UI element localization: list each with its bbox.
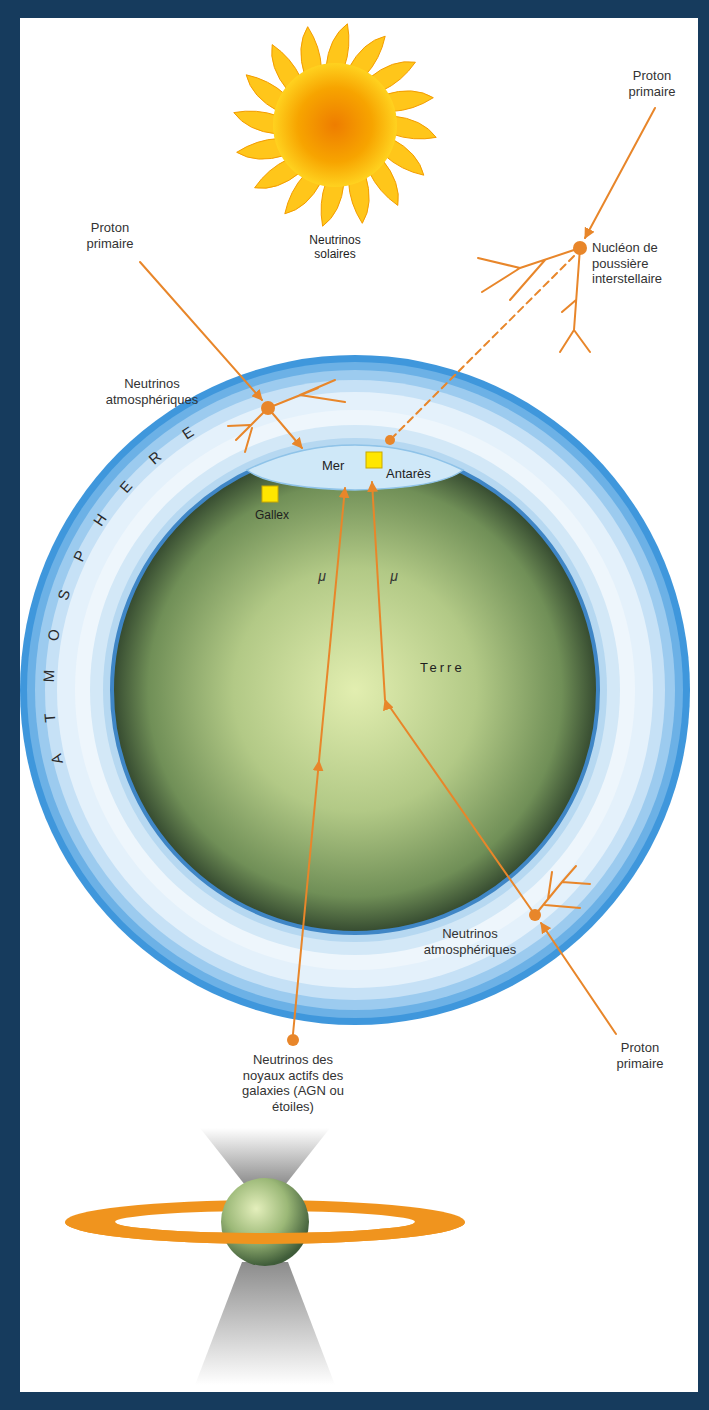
annotation-label: Nucléon de poussière interstellaire xyxy=(592,240,688,287)
node-label: Mer xyxy=(322,458,344,474)
antares-site: Antarès xyxy=(364,452,454,484)
annotation-label: Proton primaire xyxy=(78,220,142,251)
sea-area: MerAntarès xyxy=(240,440,470,495)
annotation-label: Neutrinos atmosphériques xyxy=(418,926,522,957)
atmosphere-ring: ATMOSPHERE Terre MerAntarèsGallex xyxy=(20,355,690,1025)
annotation-label: Neutrinos des noyaux actifs des galaxies… xyxy=(237,1052,349,1114)
annotation-label: Proton primaire xyxy=(608,1040,672,1071)
earth-drawing xyxy=(110,445,600,935)
sun-drawing xyxy=(225,20,445,270)
annotation-label: Proton primaire xyxy=(620,68,684,99)
sun-shape: Neutrinos solaires xyxy=(225,20,445,270)
atmosphere-arc-label: ATMOSPHERE xyxy=(37,421,200,770)
annotation-label: μ xyxy=(388,568,400,585)
annotation-label: μ xyxy=(316,568,328,585)
annotation-label: Neutrinos atmosphériques xyxy=(100,376,204,407)
gallex-site: Gallex xyxy=(244,486,302,528)
node-label: Terre xyxy=(420,660,465,676)
node-label: Gallex xyxy=(244,508,300,522)
sea-drawing xyxy=(240,440,470,495)
atmosphere-drawing xyxy=(20,355,690,1025)
node-label: Antarès xyxy=(386,466,431,482)
node-label: Neutrinos solaires xyxy=(295,233,375,262)
earth-globe: Terre MerAntarèsGallex xyxy=(110,445,600,935)
